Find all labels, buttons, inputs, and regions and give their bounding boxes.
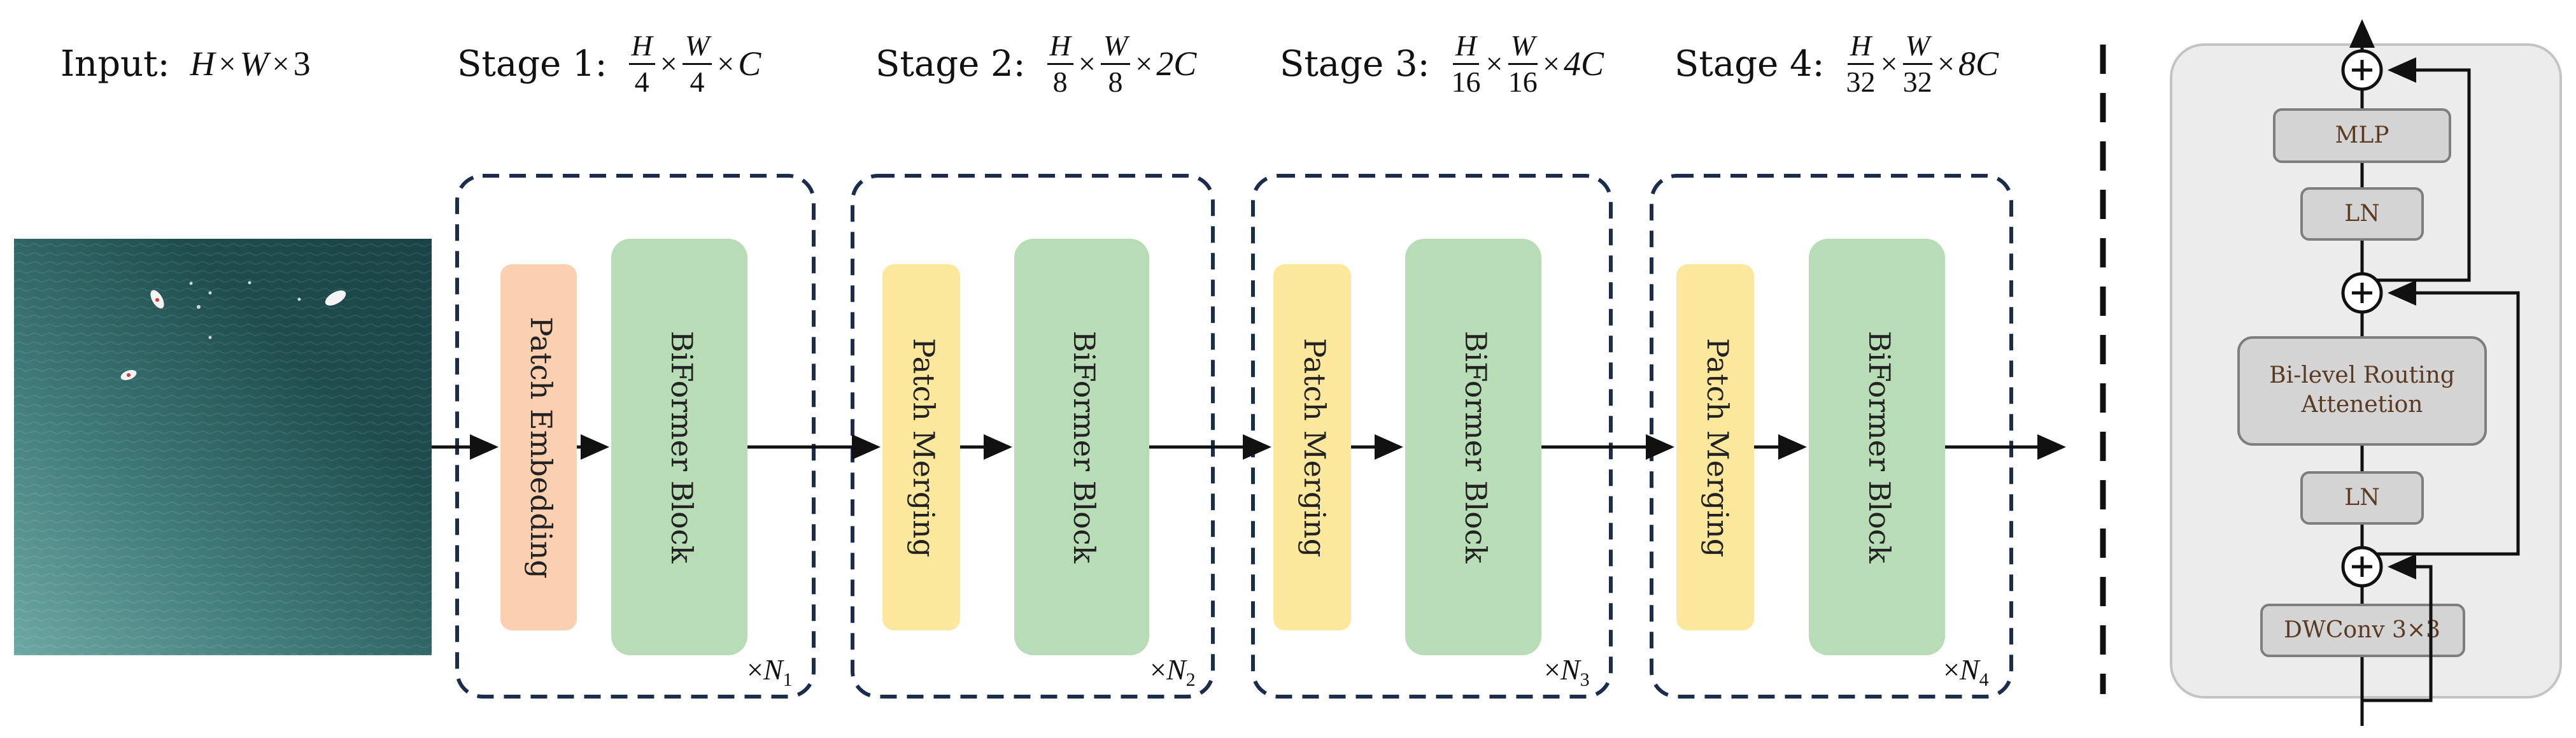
- patch-merging-block-3: [1273, 264, 1351, 630]
- input-label: Input: H×W×3: [60, 35, 311, 92]
- frac-num: W: [1100, 31, 1131, 65]
- dwconv-label: DWConv 3×3: [2284, 617, 2440, 643]
- biformer-block-2-label: BiFormer Block: [1067, 331, 1101, 564]
- patch-embedding-block: [500, 264, 577, 630]
- input-w: W: [239, 45, 269, 83]
- stage-1-title: Stage 1:: [457, 43, 607, 85]
- input-image: [14, 239, 432, 655]
- frac-num: H: [1847, 31, 1874, 65]
- bi-level-routing-attention-layer: [2237, 336, 2487, 446]
- stage-4-title: Stage 4:: [1674, 43, 1825, 85]
- frac-den: 8: [1108, 65, 1123, 98]
- repeat-var: N: [763, 653, 783, 686]
- frac-num: W: [1508, 31, 1538, 65]
- frac-den: 16: [1451, 65, 1481, 98]
- input-dims: H×W×3: [190, 45, 311, 83]
- ln-layer-2: [2300, 187, 2424, 241]
- frac-den: 16: [1508, 65, 1538, 98]
- stage-1-channels: C: [738, 45, 761, 83]
- stage-1-repeat: ×N1: [747, 653, 793, 691]
- input-title: Input:: [60, 43, 170, 85]
- stage-2-channels: 2C: [1156, 45, 1197, 83]
- frac-den: 32: [1846, 65, 1876, 98]
- repeat-var: N: [1166, 653, 1186, 686]
- frac-num: H: [1047, 31, 1073, 65]
- ln-layer-1: [2300, 471, 2424, 525]
- stage-2-title: Stage 2:: [875, 43, 1026, 85]
- boat-icon: [325, 290, 346, 306]
- stage-2-repeat: ×N2: [1150, 653, 1196, 691]
- repeat-var: N: [1560, 653, 1580, 686]
- frac-num: H: [1452, 31, 1480, 65]
- patch-merging-block-4: [1676, 264, 1754, 630]
- biformer-block-4-label: BiFormer Block: [1862, 331, 1897, 564]
- mlp-label: MLP: [2335, 122, 2389, 148]
- frac-num: W: [682, 31, 712, 65]
- input-c: 3: [293, 45, 311, 83]
- attention-label-line1: Bi-level Routing: [2269, 362, 2455, 388]
- frac-den: 32: [1902, 65, 1932, 98]
- dwconv-layer: [2260, 604, 2465, 657]
- biformer-block-1: [611, 239, 747, 655]
- residual-arrows: [2362, 57, 2520, 702]
- frac-den: 4: [690, 65, 705, 98]
- repeat-sub: 1: [782, 669, 793, 691]
- ln-label-2: LN: [2344, 201, 2379, 227]
- repeat-sub: 3: [1580, 669, 1590, 691]
- repeat-sub: 4: [1979, 669, 1989, 691]
- patch-merging-4-label: Patch Merging: [1701, 338, 1735, 557]
- biformer-block-3-label: BiFormer Block: [1459, 331, 1493, 564]
- input-h: H: [190, 45, 215, 83]
- stage-4-channels: 8C: [1958, 45, 1999, 83]
- biformer-block-4: [1809, 239, 1945, 655]
- stage-3-repeat: ×N3: [1544, 653, 1590, 691]
- patch-merging-block-2: [882, 264, 960, 630]
- patch-merging-2-label: Patch Merging: [907, 338, 941, 557]
- biformer-block-1-label: BiFormer Block: [665, 331, 699, 564]
- frac-den: 8: [1052, 65, 1068, 98]
- attention-label-line2: Attenetion: [2301, 392, 2423, 418]
- stage-3-title: Stage 3:: [1280, 43, 1430, 85]
- stage-4-repeat: ×N4: [1943, 653, 1989, 691]
- biformer-block-3: [1405, 239, 1541, 655]
- patch-merging-3-label: Patch Merging: [1298, 338, 1332, 557]
- repeat-sub: 2: [1185, 669, 1196, 691]
- biformer-block-2: [1014, 239, 1149, 655]
- frac-den: 4: [634, 65, 649, 98]
- patch-embedding-label: Patch Embedding: [524, 316, 558, 578]
- repeat-var: N: [1959, 653, 1979, 686]
- frac-num: W: [1902, 31, 1932, 65]
- mlp-layer: [2273, 108, 2451, 163]
- ln-label-1: LN: [2344, 485, 2379, 511]
- frac-num: H: [628, 31, 655, 65]
- stage-3-channels: 4C: [1564, 45, 1604, 83]
